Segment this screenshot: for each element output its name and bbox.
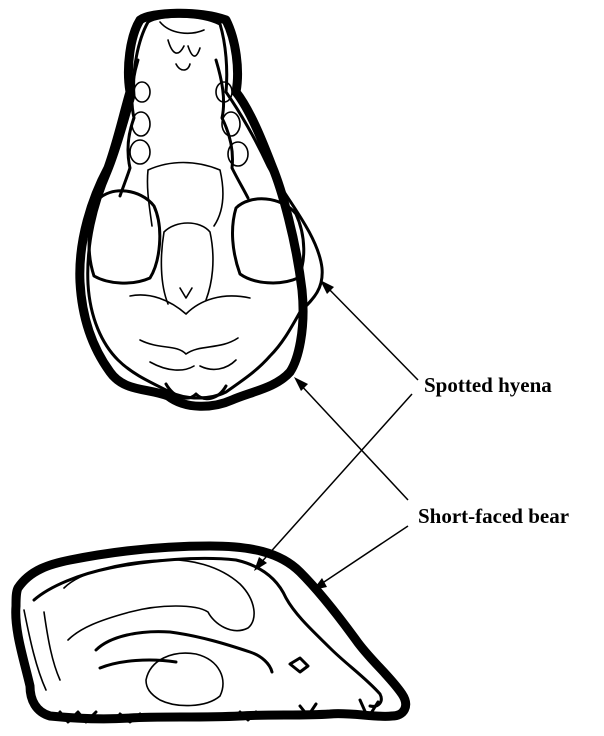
hyena-pointer-arrows xyxy=(254,280,418,571)
hyena-incisor-row xyxy=(160,22,204,70)
bear-pointer-arrows xyxy=(294,377,408,590)
hyena-skull-outline-side xyxy=(34,558,381,706)
bear-arrow-upper xyxy=(298,382,408,500)
bear-arrow-lower xyxy=(318,526,408,586)
bear-skull-outline-side xyxy=(16,546,406,719)
hyena-nasal-opening xyxy=(290,658,308,672)
bear-skull-outline-top xyxy=(80,13,303,406)
hyena-arrow-upper xyxy=(324,284,418,380)
bear-label: Short-faced bear xyxy=(418,504,569,528)
hyena-basicranium xyxy=(130,288,250,370)
bear-arrowhead-upper xyxy=(294,377,308,391)
hyena-zygomatic-arch xyxy=(96,632,272,672)
hyena-label: Spotted hyena xyxy=(424,373,552,397)
hyena-skull-ventral-view xyxy=(80,13,322,406)
bear-skull-lateral-view xyxy=(16,546,406,722)
hyena-brain-case xyxy=(64,560,254,640)
hyena-orbit-side xyxy=(146,653,223,705)
